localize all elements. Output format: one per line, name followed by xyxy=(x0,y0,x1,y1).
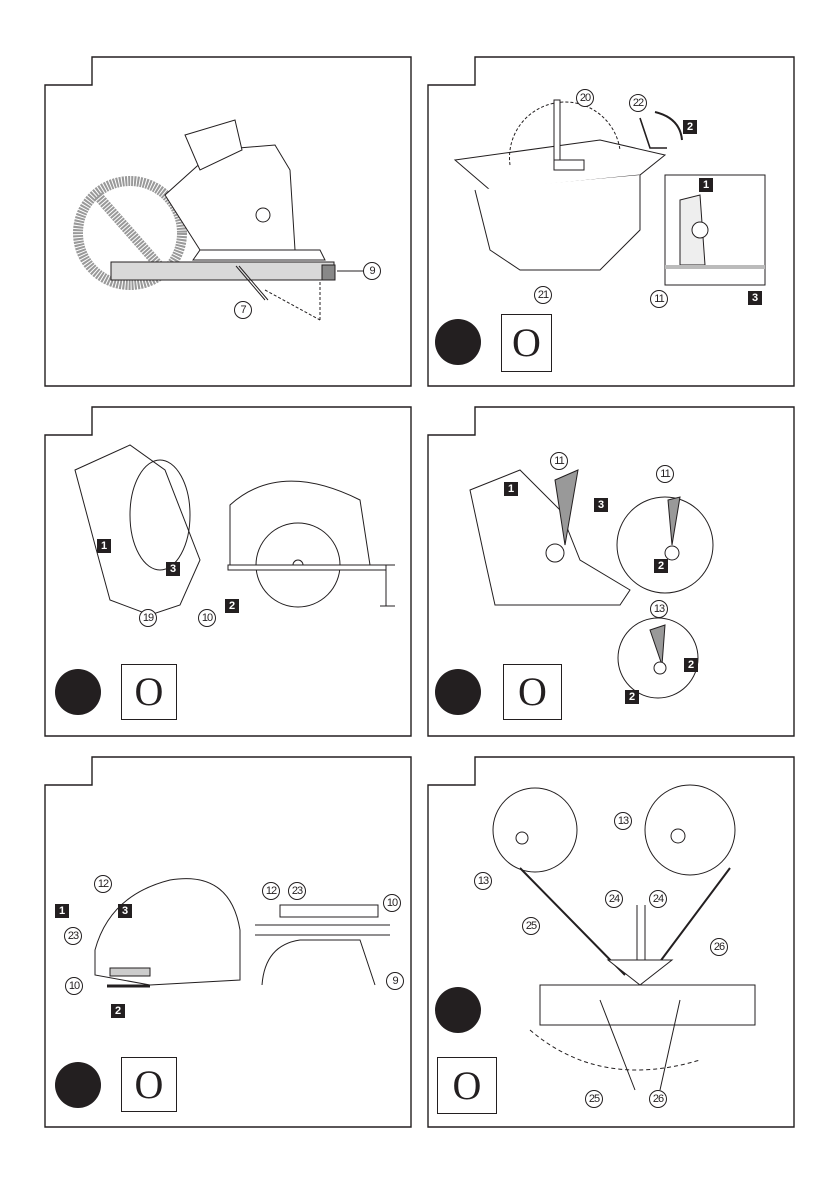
callout-25: 25 xyxy=(585,1090,603,1108)
switch-off-icon: O xyxy=(121,664,177,720)
callout-11: 11 xyxy=(650,290,668,308)
callout-13: 13 xyxy=(614,812,632,830)
battery-remove-icon xyxy=(435,987,481,1033)
step-2: 2 xyxy=(654,559,668,573)
callout-12: 12 xyxy=(262,882,280,900)
callout-11: 11 xyxy=(656,465,674,483)
callout-21: 21 xyxy=(534,286,552,304)
battery-remove-icon xyxy=(435,319,481,365)
battery-remove-icon xyxy=(55,1062,101,1108)
callout-11: 11 xyxy=(550,452,568,470)
callout-9: 9 xyxy=(363,262,381,280)
step-2: 2 xyxy=(111,1004,125,1018)
callout-10: 10 xyxy=(383,894,401,912)
step-3: 3 xyxy=(594,498,608,512)
callout-25: 25 xyxy=(522,917,540,935)
step-2: 2 xyxy=(684,658,698,672)
callout-10: 10 xyxy=(65,977,83,995)
callout-10: 10 xyxy=(198,609,216,627)
step-3: 3 xyxy=(118,904,132,918)
callout-24: 24 xyxy=(605,890,623,908)
step-1: 1 xyxy=(97,539,111,553)
callout-12: 12 xyxy=(94,875,112,893)
callout-13: 13 xyxy=(650,600,668,618)
callout-13: 13 xyxy=(474,872,492,890)
step-1: 1 xyxy=(55,904,69,918)
step-2: 2 xyxy=(225,599,239,613)
callout-26: 26 xyxy=(710,938,728,956)
callout-7: 7 xyxy=(234,301,252,319)
callout-23: 23 xyxy=(288,882,306,900)
callout-26: 26 xyxy=(649,1090,667,1108)
callout-24: 24 xyxy=(649,890,667,908)
callout-20: 20 xyxy=(576,89,594,107)
callout-19: 19 xyxy=(139,609,157,627)
switch-off-icon: O xyxy=(437,1057,497,1114)
switch-off-icon: O xyxy=(503,664,562,720)
step-2: 2 xyxy=(625,690,639,704)
battery-remove-icon xyxy=(55,669,101,715)
step-1: 1 xyxy=(699,178,713,192)
callout-9: 9 xyxy=(386,972,404,990)
switch-off-icon: O xyxy=(121,1057,177,1112)
callout-23: 23 xyxy=(64,927,82,945)
step-1: 1 xyxy=(504,482,518,496)
switch-off-icon: O xyxy=(501,314,552,372)
step-3: 3 xyxy=(166,562,180,576)
callout-22: 22 xyxy=(629,94,647,112)
step-2: 2 xyxy=(683,120,697,134)
step-3: 3 xyxy=(748,291,762,305)
prohibited-icon xyxy=(73,176,187,290)
battery-remove-icon xyxy=(435,669,481,715)
